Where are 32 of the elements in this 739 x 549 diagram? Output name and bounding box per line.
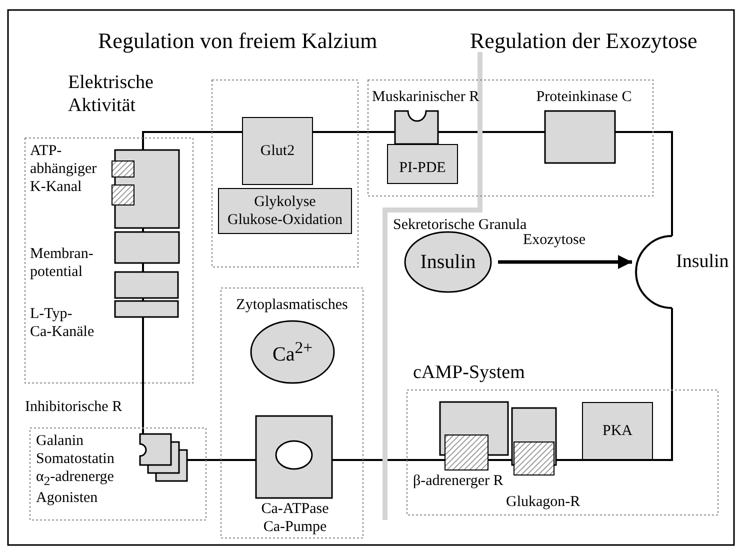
node-label: ATP- abhängiger K-Kanal	[30, 142, 98, 196]
node-label: L-Typ- Ca-Kanäle	[30, 305, 96, 341]
edge-label: Exozytose	[523, 232, 586, 249]
node-label: Proteinkinase C	[535, 88, 633, 106]
text-label: Sekretorische Granula	[393, 217, 527, 234]
node-label: Muskarinischer R	[372, 88, 480, 106]
kinase-box: PKA	[582, 402, 653, 460]
node-label: Membran- potential	[30, 245, 94, 281]
node-label: Ca-ATPase Ca-Pumpe	[260, 500, 330, 536]
dashed-region	[22, 72, 194, 384]
receptor-stack	[140, 434, 188, 482]
region-heading: cAMP-System	[413, 362, 526, 385]
arrow	[498, 255, 632, 269]
node-label: Insulin	[676, 251, 730, 274]
dashed-region	[221, 288, 363, 538]
ion-ellipse	[250, 320, 335, 384]
section-heading: Regulation von freiem Kalzium	[98, 28, 378, 54]
protein-box: Glut2	[242, 117, 313, 185]
node-label: Insulin	[420, 250, 476, 274]
dashed-region	[368, 80, 653, 196]
node-label: Ca$^{2+}$	[272, 338, 312, 366]
dashed-region	[212, 80, 358, 267]
enzyme-box: PI-PDE	[387, 144, 458, 184]
region-heading: Zytoplasmatisches	[235, 296, 349, 314]
region-heading: Elektrische Aktivität	[68, 72, 154, 118]
section-heading: Regulation der Exozytose	[470, 28, 698, 54]
receptor	[372, 88, 482, 144]
node-label: Galanin Somatostatin α$_{2}$-adrenerge Agonisten	[36, 432, 116, 507]
region-heading: Inhibitorische R	[25, 398, 124, 416]
granule-ellipse	[404, 231, 492, 293]
node-label: Glukagon-R	[506, 493, 581, 511]
process-box: Glykolyse Glukose-Oxidation	[218, 188, 352, 234]
